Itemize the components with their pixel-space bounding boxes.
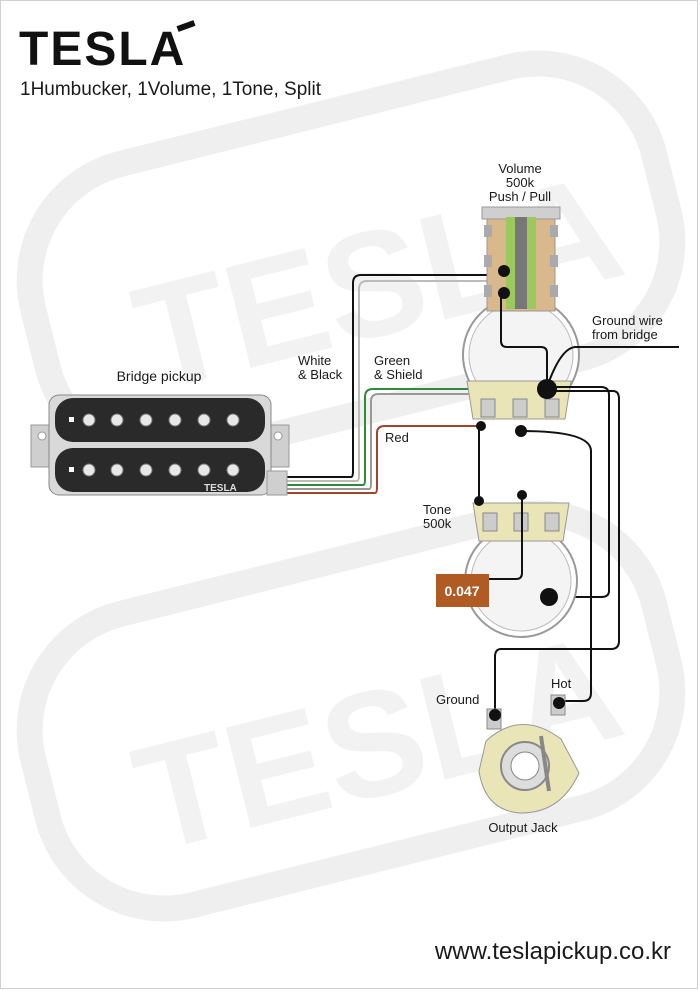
tone-wiring	[489, 497, 523, 580]
volume-value-label: 500k	[506, 175, 535, 190]
white-black-label-2: & Black	[298, 367, 343, 382]
volume-solder-points	[476, 265, 557, 437]
ground-wire-label-2: from bridge	[592, 327, 658, 342]
svg-text:TESLA: TESLA	[204, 483, 237, 494]
tone-value-label: 500k	[423, 516, 452, 531]
bridge-pickup-label: Bridge pickup	[117, 368, 202, 384]
red-label: Red	[385, 430, 409, 445]
ground-label: Ground	[436, 692, 479, 707]
svg-text:TESLA: TESLA	[19, 23, 186, 76]
green-shield-label: Green	[374, 353, 410, 368]
ground-wire-label: Ground wire	[592, 313, 663, 328]
diagram-subtitle: 1Humbucker, 1Volume, 1Tone, Split	[20, 79, 322, 100]
svg-text:0.047: 0.047	[444, 583, 479, 599]
watermark	[16, 50, 686, 922]
push-pull-label: Push / Pull	[489, 189, 551, 204]
tone-label: Tone	[423, 502, 451, 517]
output-jack[interactable]	[478, 694, 580, 814]
hot-label: Hot	[551, 676, 572, 691]
humbucker-pickup: TESLA	[30, 394, 290, 496]
volume-wiring	[478, 293, 679, 713]
brand-logo: TESLA	[19, 20, 196, 76]
tone-solder-points	[474, 490, 558, 606]
output-jack-label: Output Jack	[488, 820, 558, 835]
white-black-label: White	[298, 353, 331, 368]
jack-solder-points	[489, 697, 565, 721]
volume-label: Volume	[498, 161, 541, 176]
pickup-wires	[287, 274, 501, 494]
website-url: www.teslapickup.co.kr	[434, 938, 671, 965]
green-shield-label-2: & Shield	[374, 367, 422, 382]
capacitor: 0.047	[436, 574, 489, 607]
